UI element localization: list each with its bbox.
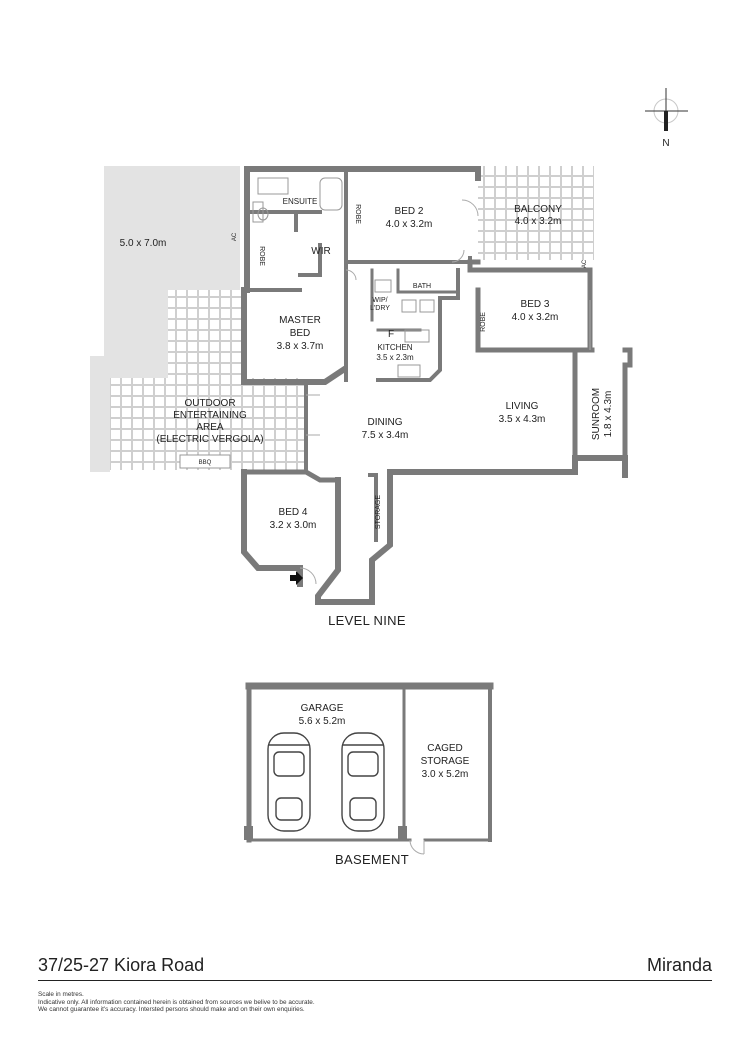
robe-master-label: ROBE	[258, 246, 265, 266]
ac-label-1: AC	[232, 232, 238, 241]
basement-title: BASEMENT	[335, 852, 409, 867]
outdoor-label-1: OUTDOOR	[184, 398, 235, 409]
balcony-label: BALCONY	[514, 204, 562, 215]
fridge-label: F	[388, 329, 394, 340]
car-icon	[267, 732, 311, 832]
basement-door	[409, 839, 425, 855]
garage-label: GARAGE	[301, 703, 344, 714]
wip-label-1: WIP/	[372, 297, 387, 304]
bbq-label: BBQ	[199, 460, 212, 466]
living-dims: 3.5 x 4.3m	[499, 414, 546, 425]
basement-pillar-left	[244, 826, 253, 840]
wir-label: WIR	[311, 246, 330, 257]
bed3-label: BED 3	[521, 299, 550, 310]
ensuite-label: ENSUITE	[283, 197, 318, 206]
wip-label-2: L'DRY	[370, 305, 390, 312]
garage-dims: 5.6 x 5.2m	[299, 716, 346, 727]
caged-label-1: CAGED	[427, 743, 463, 754]
robe-bed2-label: ROBE	[354, 204, 361, 224]
caged-dims: 3.0 x 5.2m	[422, 769, 469, 780]
walls-basement	[245, 682, 494, 843]
walls-level-nine	[241, 166, 633, 605]
kitchen-fixtures	[397, 329, 430, 378]
disclaimer-line: We cannot guarantee it's accuracy. Inter…	[38, 1006, 305, 1014]
footer-divider	[38, 980, 712, 981]
courtyard	[90, 166, 240, 472]
level-nine-title: LEVEL NINE	[328, 613, 406, 628]
bath-label: BATH	[413, 283, 431, 290]
disclaimer-line: Scale in metres.	[38, 991, 84, 998]
kitchen-dims: 3.5 x 2.3m	[376, 353, 414, 362]
bed4-label: BED 4	[279, 507, 308, 518]
disclaimer: Scale in metres. Indicative only. All in…	[38, 991, 315, 1014]
property-address: 37/25-27 Kiora Road	[38, 955, 205, 975]
compass-label: N	[662, 138, 669, 149]
bed3-dims: 4.0 x 3.2m	[512, 312, 559, 323]
basement-pillar-right	[398, 826, 407, 840]
doors	[299, 199, 591, 585]
master-label-2: BED	[290, 328, 311, 339]
disclaimer-line: Indicative only. All information contain…	[38, 998, 315, 1006]
balcony-dims: 4.0 x 3.2m	[515, 216, 562, 227]
outdoor-area-upper	[168, 290, 244, 378]
outdoor-label-3: AREA	[196, 422, 224, 433]
living-label: LIVING	[506, 401, 539, 412]
sunroom-label: SUNROOM	[591, 388, 602, 440]
storage-label: STORAGE	[375, 495, 382, 529]
entry-arrow-icon	[290, 571, 303, 585]
balcony-area	[478, 166, 594, 260]
car-icon	[341, 732, 385, 832]
dining-dims: 7.5 x 3.4m	[362, 430, 409, 441]
master-label-1: MASTER	[279, 315, 321, 326]
master-dims: 3.8 x 3.7m	[277, 341, 324, 352]
ac-label-2: AC	[582, 259, 588, 268]
ensuite-fixtures	[252, 177, 343, 223]
bed4-dims: 3.2 x 3.0m	[270, 520, 317, 531]
robe-bed3-label: ROBE	[480, 312, 487, 332]
property-suburb: Miranda	[646, 955, 712, 975]
courtyard-dims: 5.0 x 7.0m	[120, 238, 167, 249]
dining-label: DINING	[368, 417, 403, 428]
kitchen-label: KITCHEN	[377, 343, 412, 352]
bed2-dims: 4.0 x 3.2m	[386, 219, 433, 230]
outdoor-label-4: (ELECTRIC VERGOLA)	[156, 434, 263, 445]
bbq-unit	[179, 454, 231, 469]
outdoor-label-2: ENTERTAINING	[173, 410, 247, 421]
bed2-label: BED 2	[395, 206, 424, 217]
caged-label-2: STORAGE	[421, 756, 470, 767]
north-arrow-icon	[645, 88, 688, 131]
sunroom-dims: 1.8 x 4.3m	[603, 391, 614, 438]
bath-fixtures	[374, 279, 435, 313]
